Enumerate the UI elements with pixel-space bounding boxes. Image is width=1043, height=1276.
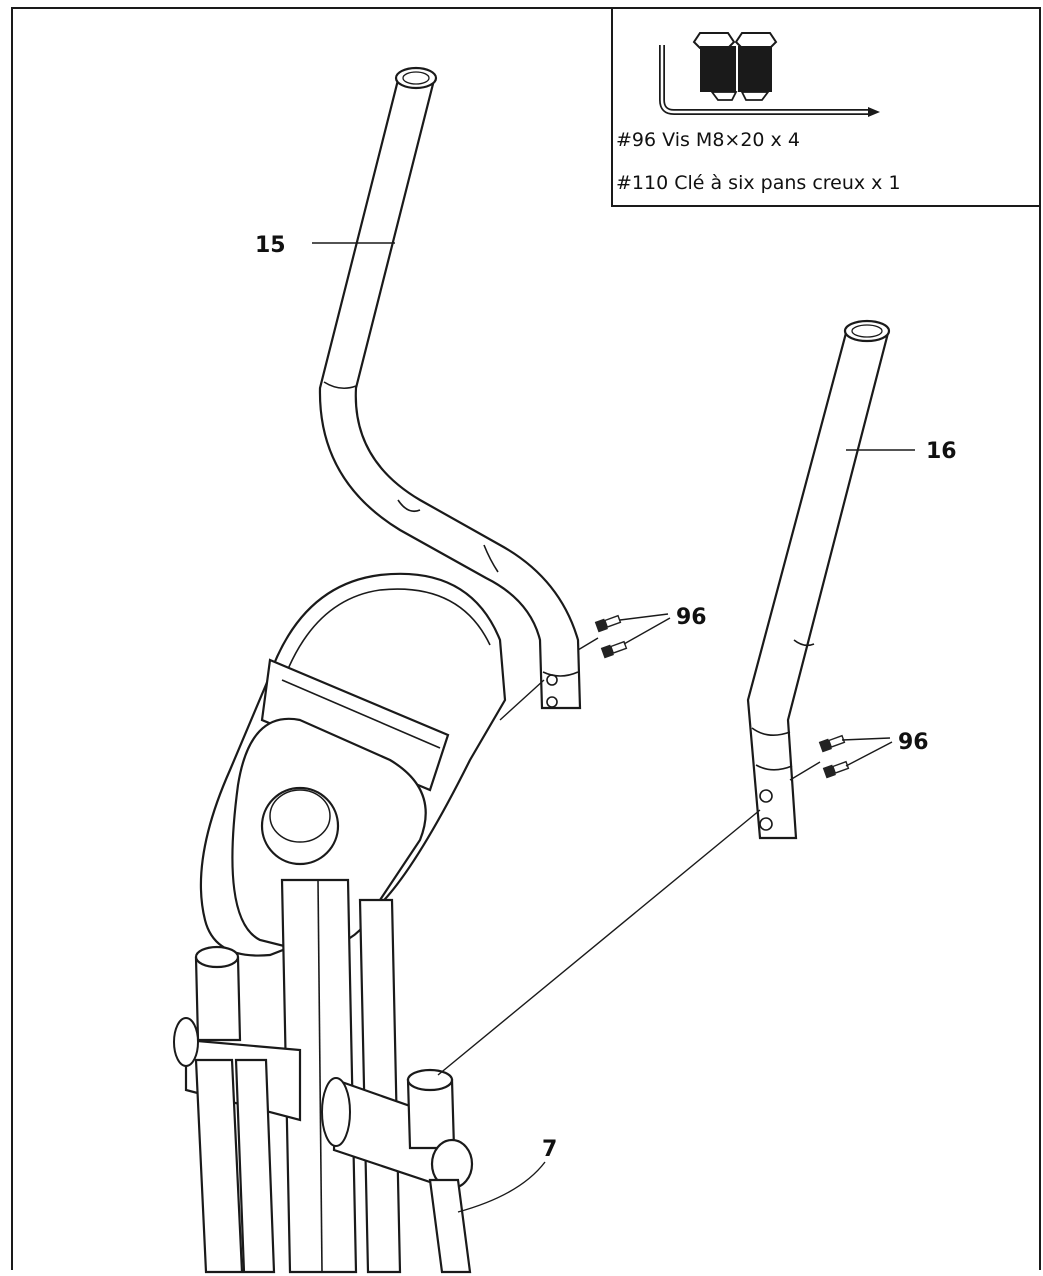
- page-frame: [11, 7, 1041, 1270]
- bolt-icon: [692, 32, 778, 101]
- guide-line-bolt-lower: [789, 761, 821, 781]
- handlebar-16: [746, 319, 891, 840]
- guide-line-16: [437, 809, 761, 1076]
- guide-line-15: [499, 679, 545, 721]
- callout-part-15: 15: [255, 233, 286, 258]
- hardware-box: #96 Vis M8×20 x 4 #110 Clé à six pans cr…: [611, 7, 1041, 207]
- bolt-96-upper: [594, 613, 671, 659]
- console-assembly: [199, 572, 507, 957]
- callout-bolt-96-lower: 96: [898, 730, 929, 755]
- hardware-line-hex-key: #110 Clé à six pans creux x 1: [616, 172, 901, 194]
- handlebar-15: [318, 66, 582, 710]
- callout-part-7: 7: [542, 1137, 557, 1162]
- guide-line-bolt-upper: [577, 637, 599, 651]
- upright-frame: [173, 878, 474, 1274]
- hardware-line-bolts: #96 Vis M8×20 x 4: [616, 129, 800, 151]
- bolt-96-lower: [818, 734, 893, 779]
- hex-key-icon: [659, 45, 880, 117]
- callout-part-16: 16: [926, 439, 957, 464]
- callout-bolt-96-upper: 96: [676, 605, 707, 630]
